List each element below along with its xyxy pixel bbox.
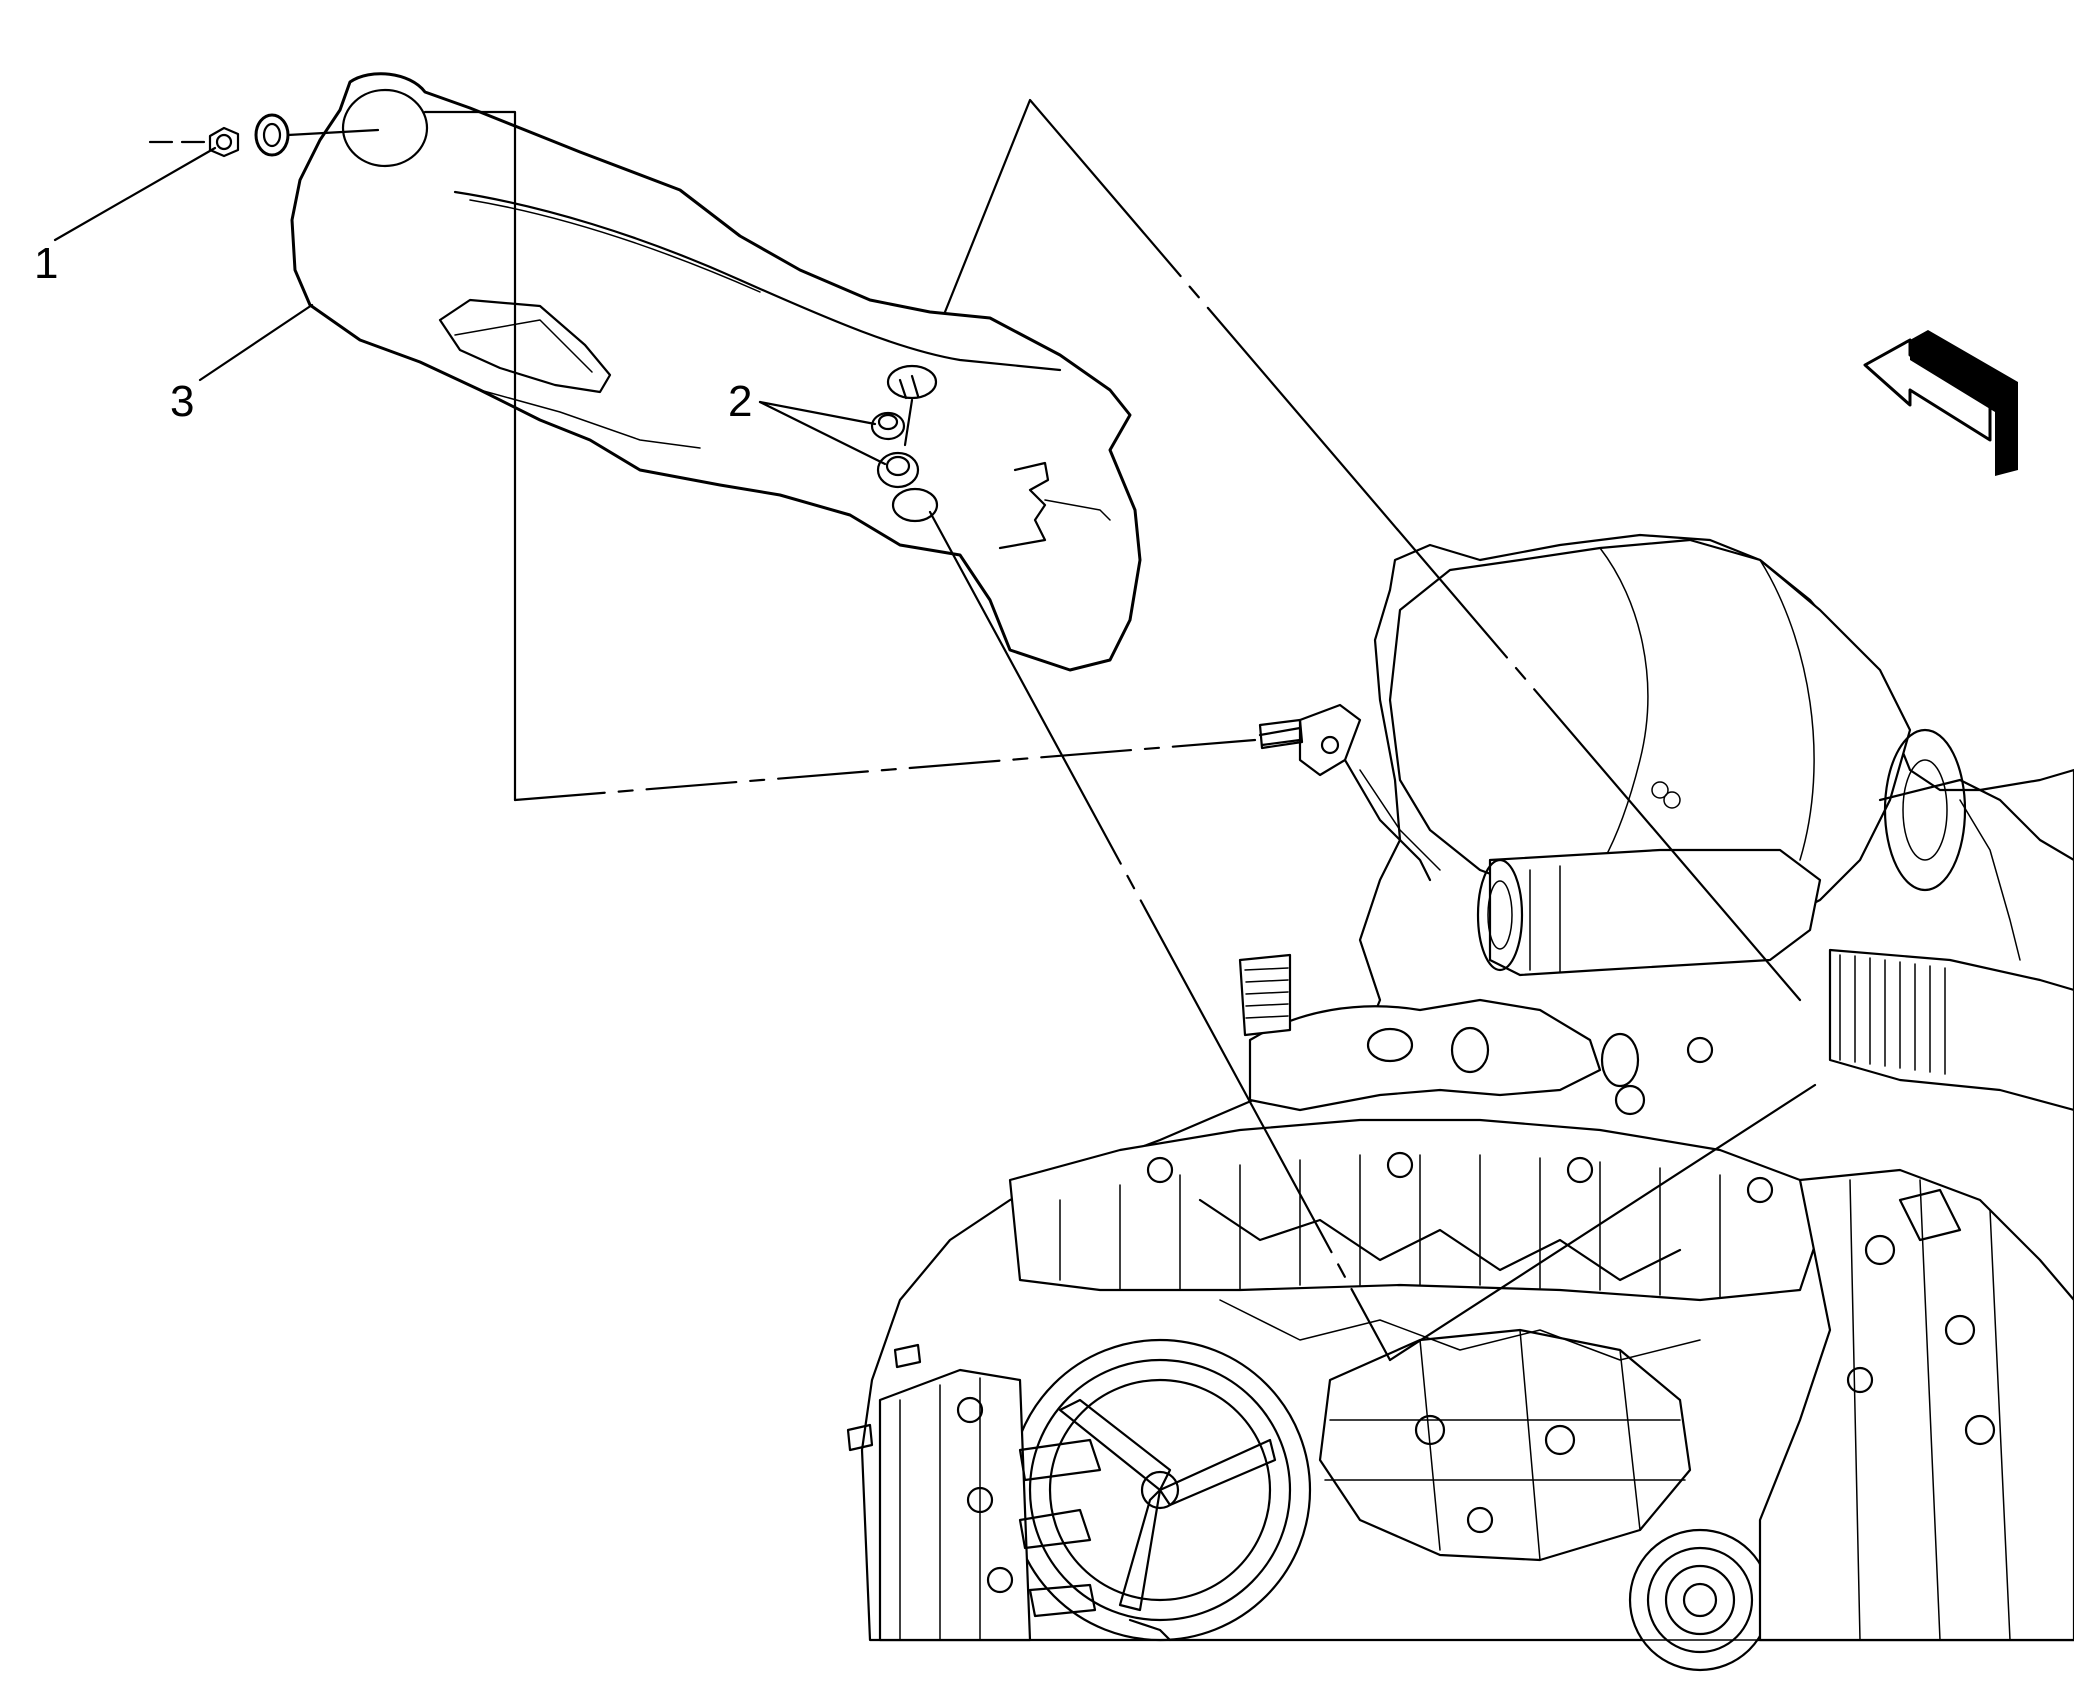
front-direction-arrow-icon [1863,330,2018,476]
bolt-fastener-lower [876,451,920,489]
mounting-stud [1258,718,1304,750]
bolt-fastener-upper [870,374,920,441]
callout-3-label: 3 [170,377,194,426]
callout-1-label: 1 [34,239,58,288]
nut-fastener [208,126,240,158]
washer [254,113,290,157]
alignment-lines [148,98,1817,1362]
heat-shield [290,72,1142,672]
engine-assembly [846,533,2074,1672]
callout-2-label: 2 [728,377,752,426]
callout-leaders [53,146,887,466]
